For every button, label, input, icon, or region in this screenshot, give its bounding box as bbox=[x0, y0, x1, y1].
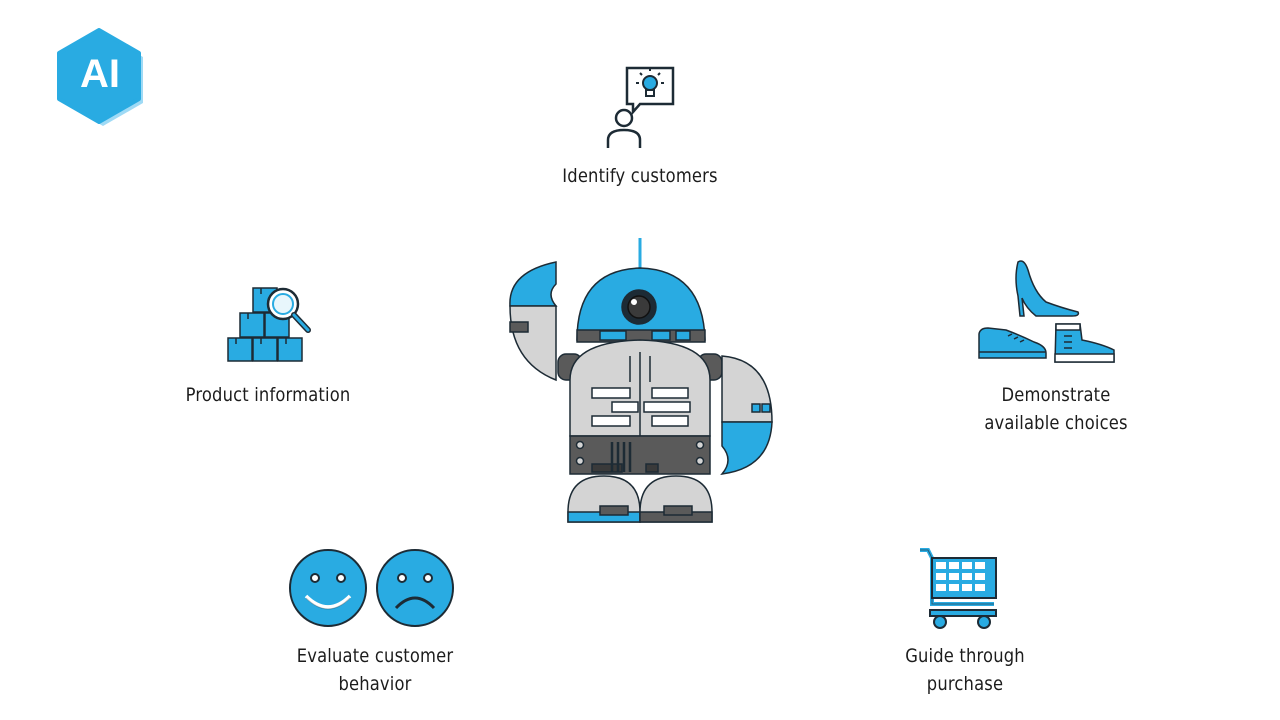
label-identify: Identify customers bbox=[562, 165, 718, 187]
robot-icon bbox=[500, 232, 780, 530]
label-product: Product information bbox=[185, 384, 351, 406]
label-evaluate: Evaluate customer behavior bbox=[296, 645, 454, 695]
ai-logo: AI bbox=[55, 28, 150, 128]
shopping-cart-icon bbox=[916, 544, 1002, 630]
smiley-faces-icon bbox=[286, 546, 458, 630]
label-choices: Demonstrate available choices bbox=[984, 384, 1128, 434]
boxes-magnifier-icon bbox=[224, 284, 314, 364]
shoes-icon bbox=[976, 256, 1121, 368]
logo-text: AI bbox=[80, 52, 120, 96]
label-guide: Guide through purchase bbox=[905, 645, 1025, 695]
person-idea-icon bbox=[600, 64, 680, 154]
